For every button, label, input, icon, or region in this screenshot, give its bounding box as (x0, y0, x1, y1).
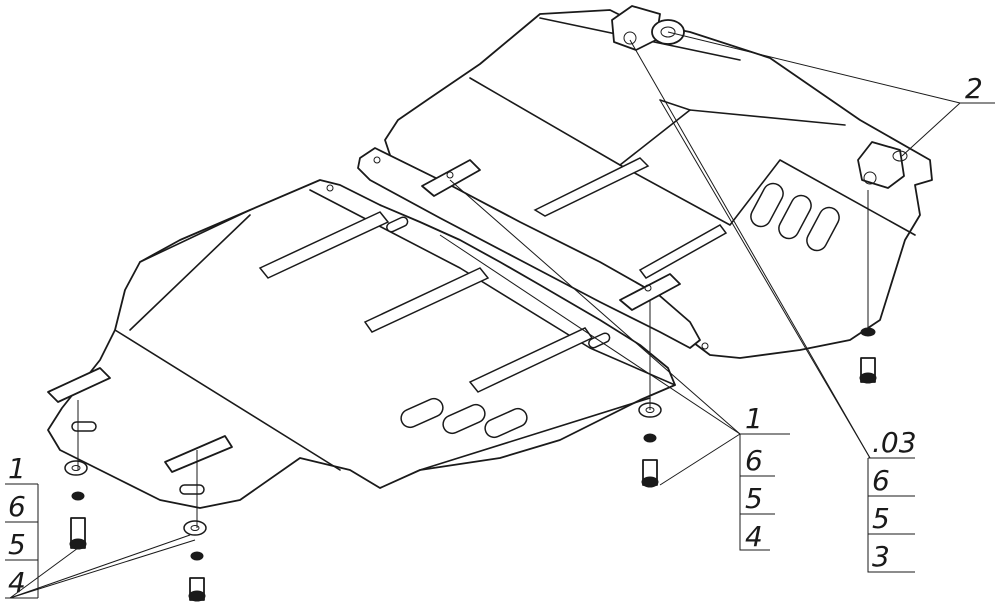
callout-label-2: 2 (965, 72, 983, 105)
rear-bracket-right (857, 141, 908, 189)
left-callout-2: 5 (8, 528, 26, 561)
callout-2-text: 2 (965, 72, 983, 105)
middle-callout-1: 6 (745, 444, 763, 477)
fastener-set-left-1 (64, 460, 88, 550)
leader-lines (9, 31, 995, 599)
callout-stack-right: .03 6 5 3 (867, 426, 917, 573)
front-protection-plate (47, 179, 676, 509)
left-callout-3: 4 (8, 566, 26, 599)
fastener-set-middle (638, 402, 662, 488)
front-tab-right (164, 435, 233, 473)
callout-stack-left: 1 6 5 4 (5, 452, 39, 599)
right-callout-2: 5 (872, 502, 890, 535)
right-callout-3: 3 (872, 540, 890, 573)
middle-callout-2: 5 (745, 482, 763, 515)
middle-crossbar (357, 147, 701, 349)
front-tab-left (47, 367, 111, 403)
rear-protection-plate (384, 9, 933, 359)
left-callout-1: 6 (8, 490, 26, 523)
right-callout-1: 6 (872, 464, 890, 497)
right-callout-0: .03 (872, 426, 917, 459)
rear-bracket-top (611, 5, 685, 51)
middle-callout-0: 1 (745, 402, 763, 435)
left-callout-0: 1 (8, 452, 26, 485)
middle-callout-3: 4 (745, 520, 763, 553)
callout-stack-middle: 1 6 5 4 (739, 402, 790, 553)
fastener-set-right (859, 327, 877, 384)
fastener-set-left-2 (183, 520, 207, 602)
